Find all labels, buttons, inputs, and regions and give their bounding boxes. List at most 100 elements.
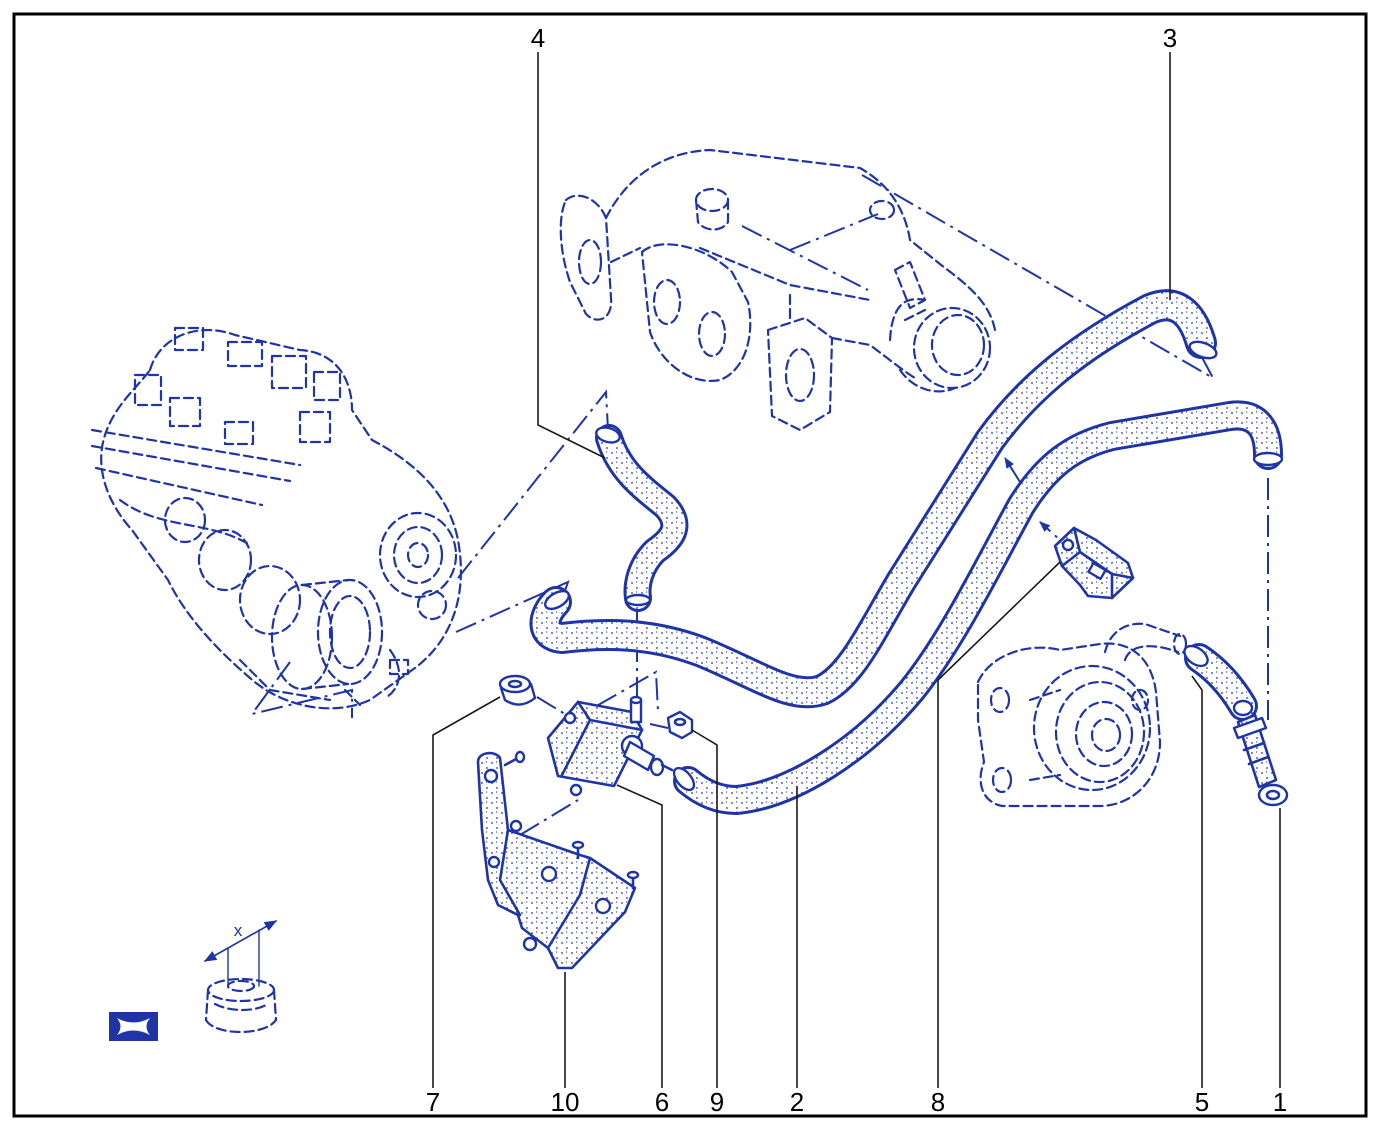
engine-pulley-front	[316, 578, 384, 686]
valve-outlet	[1257, 783, 1289, 807]
part-1-valve	[1232, 699, 1289, 807]
leader-9	[691, 729, 718, 1088]
part-6-solenoid-valve	[546, 695, 674, 797]
solenoid-outlet-tip	[660, 763, 674, 772]
leader-lines	[432, 52, 1281, 1088]
valve-outlet-bore	[1265, 789, 1281, 801]
engine-phantom	[90, 326, 462, 710]
bracket-hole-3	[540, 865, 558, 883]
manifold-flange-1	[559, 194, 613, 321]
assembly-line-valve-top	[564, 670, 659, 725]
hose-3-end-left	[544, 589, 570, 611]
dimension-line	[203, 920, 278, 962]
leader-5	[1191, 675, 1203, 1088]
hose-2	[672, 415, 1284, 800]
engine-housing-circle-2	[197, 528, 253, 592]
hose-2-end-right	[1252, 451, 1284, 467]
nut-bottom	[204, 1018, 278, 1034]
callout-9: 9	[710, 1087, 724, 1117]
cap-bore	[673, 717, 687, 727]
engine-boss	[416, 589, 448, 621]
assembly-line-grommet	[536, 696, 566, 715]
bracket-nut	[509, 819, 523, 833]
assembly-line-engine-bottom	[249, 661, 353, 718]
engine-pulley-inner	[328, 594, 372, 670]
engine-gear-hub	[406, 541, 430, 569]
vacuum-pump-inlet	[1103, 622, 1182, 662]
manifold-inlet-outer	[912, 306, 992, 390]
callout-5: 5	[1195, 1087, 1209, 1117]
vacuum-pump-phantom	[976, 622, 1188, 808]
bracket-hole-5	[522, 936, 538, 952]
bracket-hole-1	[483, 768, 499, 784]
connector-latch	[1087, 561, 1107, 581]
assembly-arrow-hose	[1004, 457, 1021, 483]
assembly-line-engine-hose-4	[457, 389, 609, 579]
assembly-line-bracket	[519, 799, 579, 836]
hose-5	[1183, 642, 1243, 706]
seal-symbol-icon	[109, 1012, 158, 1041]
part-10-bracket	[476, 750, 640, 970]
engine-pulley-side	[300, 578, 350, 691]
manifold-vacuum-nipple	[868, 199, 896, 221]
leader-7	[432, 696, 501, 1088]
bracket-stud-1-head	[514, 750, 526, 764]
solenoid-mount-hole-bottom	[569, 783, 583, 797]
engine-lower-edge	[238, 648, 401, 707]
bracket-stud-3-head	[626, 870, 640, 880]
callout-8: 8	[931, 1087, 945, 1117]
hose-3-end-right	[1188, 340, 1218, 360]
solenoid-top-nozzle-end	[629, 695, 643, 705]
grommet-top	[498, 674, 532, 694]
valve-inlet	[1232, 699, 1254, 717]
bracket-stud-2-head	[571, 840, 585, 850]
intake-manifold-phantom	[559, 148, 997, 432]
assembly-line-engine-hose-3	[455, 580, 570, 633]
hose-5-end-top	[1183, 644, 1209, 668]
leader-8	[937, 561, 1061, 1088]
manifold-port-1	[577, 238, 603, 286]
assembly-line-cap	[649, 723, 669, 729]
manifold-port-2	[652, 278, 682, 326]
bracket-hole-4	[594, 897, 612, 915]
bracket-hole-2	[487, 855, 501, 869]
hose-4-body	[609, 438, 674, 598]
manifold-boss-top	[694, 187, 730, 213]
hose-4-end-bottom	[624, 593, 652, 607]
callout-2: 2	[790, 1087, 804, 1117]
callout-10: 10	[551, 1087, 580, 1117]
callout-6: 6	[655, 1087, 669, 1117]
solenoid-edges	[560, 700, 644, 777]
manifold-centerline	[741, 213, 879, 291]
engine-fuel-pipe-4	[118, 498, 252, 547]
manifold-flange-3	[766, 316, 834, 432]
nut-dimension-detail: x	[203, 920, 278, 1034]
manifold-boss-body	[694, 198, 730, 231]
engine-gear-middle	[392, 525, 444, 585]
vacuum-pump-bolt-2	[991, 766, 1013, 794]
vacuum-pump-bolt-1	[989, 686, 1011, 714]
manifold-flange-2	[640, 243, 752, 383]
grommet-bore	[507, 679, 523, 689]
hose-2-end-left	[672, 766, 696, 792]
vacuum-pump-bolt-3	[1130, 688, 1150, 712]
leader-4	[537, 52, 606, 459]
part-8-connector	[1053, 526, 1135, 600]
engine-fuel-pipe-2	[90, 444, 292, 483]
callout-4: 4	[531, 23, 545, 53]
seal-symbol-inner	[117, 1018, 150, 1035]
callout-1: 1	[1273, 1087, 1287, 1117]
part-7-grommet	[498, 674, 537, 706]
vacuum-pump-ribs	[1028, 688, 1062, 782]
valve-collar	[1232, 716, 1268, 740]
engine-pump-block-8	[298, 410, 332, 444]
valve-ribs	[1242, 741, 1270, 766]
solenoid-outlet	[622, 740, 656, 772]
manifold-inlet-neck	[888, 298, 957, 393]
solenoid-outlet-end	[649, 757, 665, 777]
engine-pump-block-7	[223, 420, 255, 446]
callout-numbers: 4 3 7 10 6 9 2 8 5 1	[426, 23, 1287, 1117]
manifold-runner-lower	[788, 288, 917, 380]
engine-lower-bolt	[388, 658, 410, 676]
engine-pump-block-3	[270, 354, 308, 390]
